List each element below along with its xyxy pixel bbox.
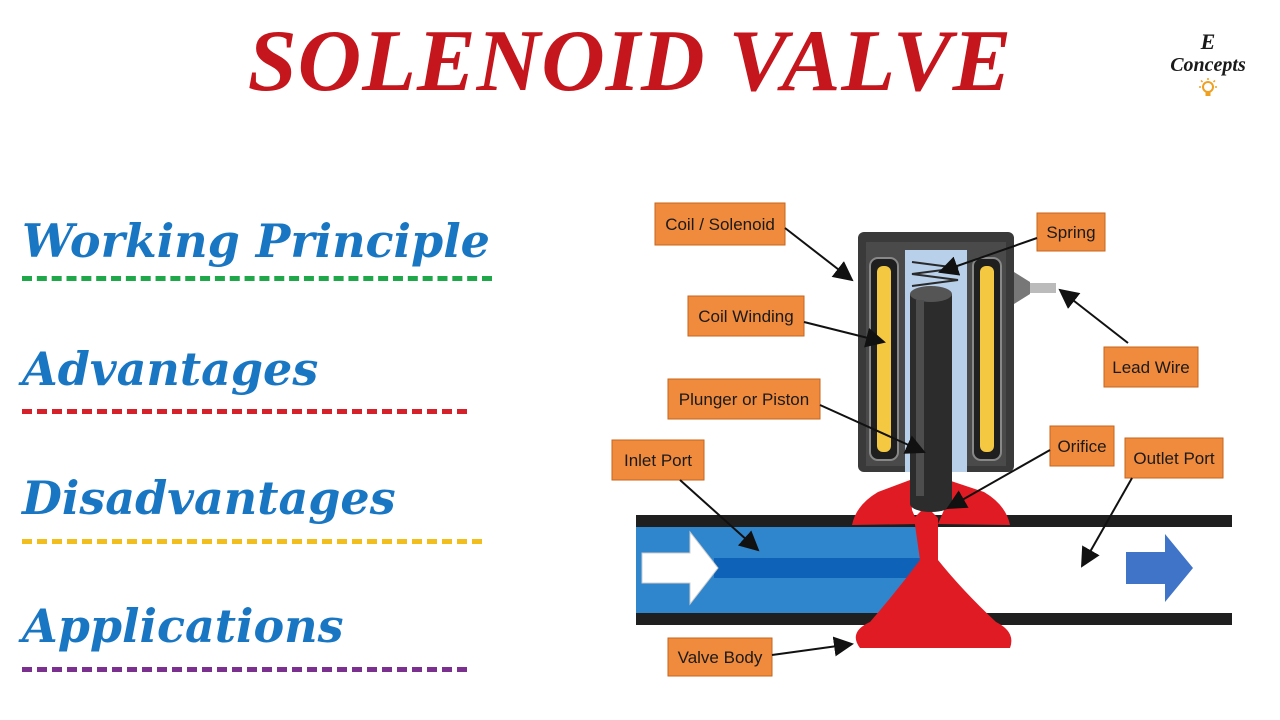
svg-text:Outlet Port: Outlet Port — [1133, 449, 1215, 468]
topic-advantages: Advantages — [22, 342, 319, 396]
plunger — [910, 286, 952, 512]
underline-applications — [22, 667, 467, 672]
svg-text:Coil Winding: Coil Winding — [698, 307, 793, 326]
svg-text:Lead Wire: Lead Wire — [1112, 358, 1189, 377]
coil-winding-right — [980, 266, 994, 452]
underline-working-principle — [22, 276, 492, 281]
callout-inlet: Inlet Port — [611, 439, 705, 481]
callout-outlet: Outlet Port — [1124, 437, 1224, 479]
topic-disadvantages: Disadvantages — [22, 471, 396, 525]
page-title: SOLENOID VALVE — [247, 13, 1013, 110]
svg-text:Valve Body: Valve Body — [678, 648, 763, 667]
outlet-flow-arrow — [1126, 534, 1193, 602]
callout-plunger: Plunger or Piston — [667, 378, 821, 420]
coil-winding-left — [877, 266, 891, 452]
logo-line-1: E — [1200, 29, 1216, 54]
svg-text:Orifice: Orifice — [1057, 437, 1106, 456]
callout-coil-winding: Coil Winding — [687, 295, 805, 337]
underline-advantages — [22, 409, 467, 414]
e-concepts-logo: E Concepts — [1160, 29, 1256, 100]
callout-valve-body: Valve Body — [667, 637, 773, 677]
svg-text:Plunger or Piston: Plunger or Piston — [679, 390, 809, 409]
leader-arrows — [679, 227, 1133, 657]
svg-text:Inlet Port: Inlet Port — [624, 451, 692, 470]
topic-applications: Applications — [22, 599, 344, 653]
underline-disadvantages — [22, 539, 482, 544]
svg-text:Spring: Spring — [1046, 223, 1095, 242]
inlet-flow-arrow — [641, 530, 719, 606]
lightbulb-icon — [1199, 78, 1217, 97]
callout-orifice: Orifice — [1049, 425, 1115, 467]
lead-wire — [1030, 283, 1056, 293]
logo-line-2: Concepts — [1170, 54, 1246, 77]
topic-working-principle: Working Principle — [22, 214, 490, 268]
callout-coil: Coil / Solenoid — [654, 202, 786, 246]
callout-spring: Spring — [1036, 212, 1106, 252]
inlet-flow-bar — [714, 558, 922, 578]
callout-lead-wire: Lead Wire — [1103, 346, 1199, 388]
svg-text:Coil / Solenoid: Coil / Solenoid — [665, 215, 775, 234]
